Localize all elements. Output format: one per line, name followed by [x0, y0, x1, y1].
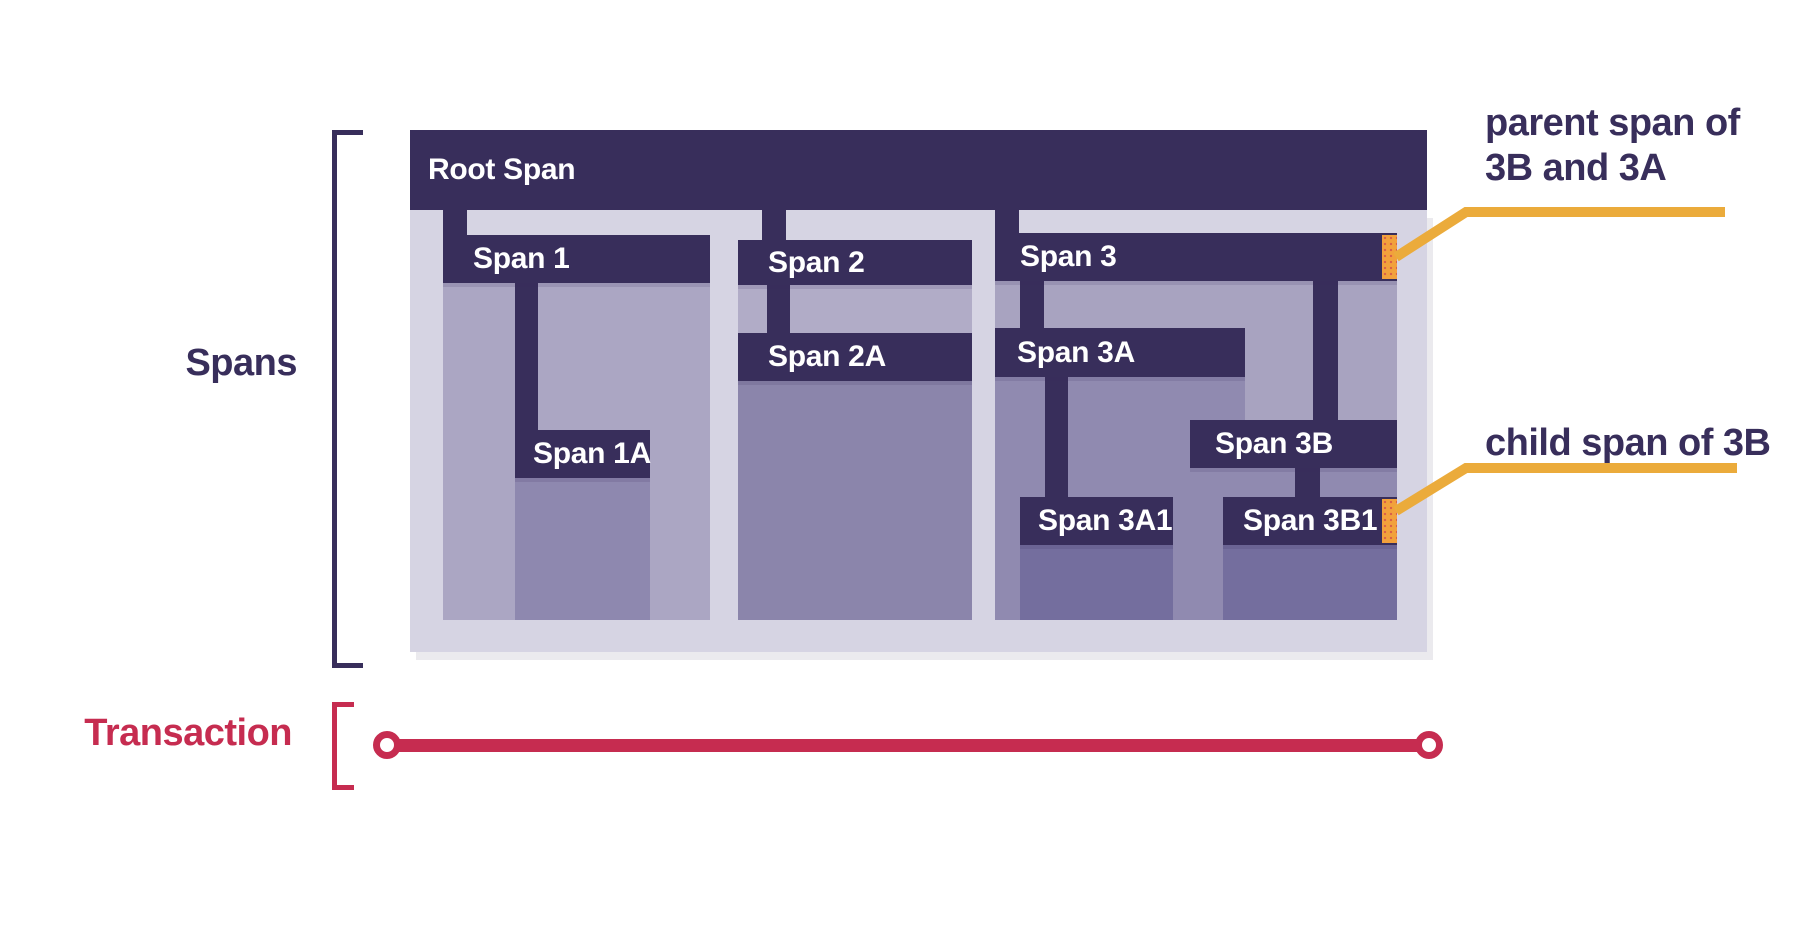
span-3a-bar: Span 3A	[995, 328, 1245, 377]
parent-callout-line	[1393, 207, 1725, 262]
span-3a-label: Span 3A	[1017, 336, 1135, 369]
span-1-label: Span 1	[473, 242, 570, 275]
span-3b1-bar: Span 3B1	[1223, 497, 1397, 545]
child-annotation: child span of 3B	[1485, 422, 1771, 464]
connector-span3b-to-span3b1	[1295, 468, 1320, 498]
spans-bracket	[332, 130, 363, 668]
child-callout-line	[1393, 463, 1737, 516]
child-span-marker	[1382, 499, 1397, 543]
transaction-section-label: Transaction	[84, 712, 292, 754]
connector-root-to-span2	[762, 210, 786, 241]
transaction-timeline	[387, 739, 1429, 752]
span-1a-bar: Span 1A	[515, 430, 651, 478]
span-1a-duration-block	[515, 478, 650, 620]
connector-span2-to-span2a	[767, 285, 790, 334]
span-3-bar: Span 3	[995, 233, 1397, 281]
parent-annotation-line1: parent span of	[1485, 102, 1740, 144]
span-3b1-duration-block	[1223, 545, 1397, 620]
parent-annotation: parent span of 3B and 3A	[1485, 101, 1740, 191]
root-span-label: Root Span	[428, 153, 576, 186]
span-2a-bar: Span 2A	[738, 333, 972, 381]
timeline-end-point	[1415, 731, 1443, 759]
transaction-bracket	[332, 702, 354, 790]
parent-span-marker	[1382, 235, 1397, 279]
connector-span1-to-span1a	[515, 283, 538, 431]
span-3-label: Span 3	[1020, 240, 1117, 273]
span-1a-label: Span 1A	[533, 437, 651, 470]
spans-section-label: Spans	[185, 342, 297, 384]
span-1-bar: Span 1	[443, 235, 710, 283]
span-3b-label: Span 3B	[1215, 427, 1333, 460]
span-2-bar: Span 2	[738, 240, 972, 285]
span-2a-duration-block	[738, 381, 972, 620]
span-2a-label: Span 2A	[768, 340, 886, 373]
span-3b-bar: Span 3B	[1190, 420, 1397, 468]
connector-span3a-to-span3a1	[1045, 377, 1068, 498]
timeline-start-point	[373, 731, 401, 759]
connector-root-to-span3	[995, 210, 1019, 234]
span-2-label: Span 2	[768, 246, 865, 279]
span-3a1-duration-block	[1020, 545, 1173, 620]
connector-root-to-span1	[443, 210, 467, 236]
root-span-bar: Root Span	[410, 130, 1427, 210]
span-3a1-label: Span 3A1	[1038, 504, 1173, 537]
connector-span3-to-span3a	[1020, 281, 1044, 329]
span-3a1-bar: Span 3A1	[1020, 497, 1173, 545]
span-3b1-label: Span 3B1	[1243, 504, 1378, 537]
connector-span3-to-span3b	[1313, 281, 1338, 421]
parent-annotation-line2: 3B and 3A	[1485, 147, 1667, 189]
